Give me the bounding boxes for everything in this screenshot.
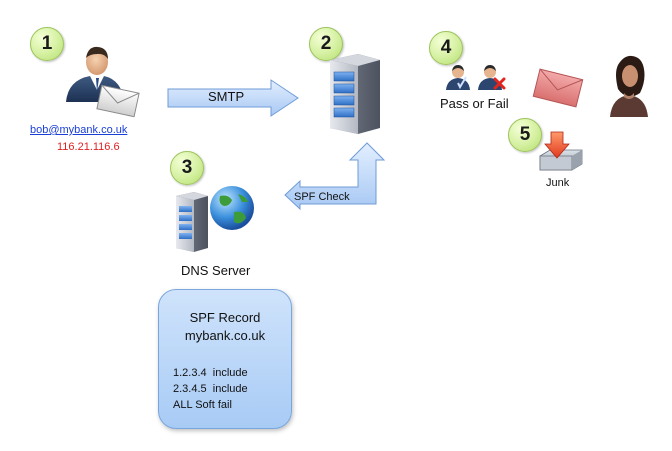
spf-check-label: SPF Check bbox=[294, 191, 350, 203]
pass-or-fail-label: Pass or Fail bbox=[440, 96, 509, 111]
step-badge-4: 4 bbox=[429, 31, 463, 65]
spf-record-box: SPF Record mybank.co.uk 1.2.3.4 include … bbox=[158, 289, 292, 429]
sender-envelope-icon bbox=[96, 84, 140, 118]
spf-record-title: SPF Record bbox=[189, 310, 261, 325]
mail-server-icon bbox=[330, 54, 380, 134]
junk-folder-icon bbox=[539, 131, 583, 171]
dns-server-label: DNS Server bbox=[181, 263, 251, 278]
recipient-user-icon bbox=[610, 55, 648, 117]
smtp-label: SMTP bbox=[208, 89, 245, 104]
spf-check-arrow bbox=[284, 142, 386, 210]
user-fail-icon bbox=[478, 65, 506, 90]
step-badge-3: 3 bbox=[170, 151, 204, 185]
smtp-arrow bbox=[167, 79, 299, 117]
sender-email-link[interactable]: bob@mybank.co.uk bbox=[30, 124, 128, 136]
spf-record-line: 1.2.3.4 include bbox=[173, 367, 248, 379]
spf-record-line: ALL Soft fail bbox=[173, 399, 232, 411]
step-badge-1: 1 bbox=[30, 27, 64, 61]
spf-record-line: 2.3.4.5 include bbox=[173, 383, 248, 395]
junk-label: Junk bbox=[546, 177, 570, 189]
step-badge-5: 5 bbox=[508, 118, 542, 152]
user-pass-icon bbox=[446, 65, 470, 90]
mail-envelope-icon bbox=[532, 68, 584, 108]
dns-server-icon bbox=[176, 186, 254, 252]
spf-record-domain: mybank.co.uk bbox=[184, 328, 266, 343]
step-badge-2: 2 bbox=[309, 27, 343, 61]
sender-ip-address: 116.21.116.6 bbox=[57, 141, 120, 153]
